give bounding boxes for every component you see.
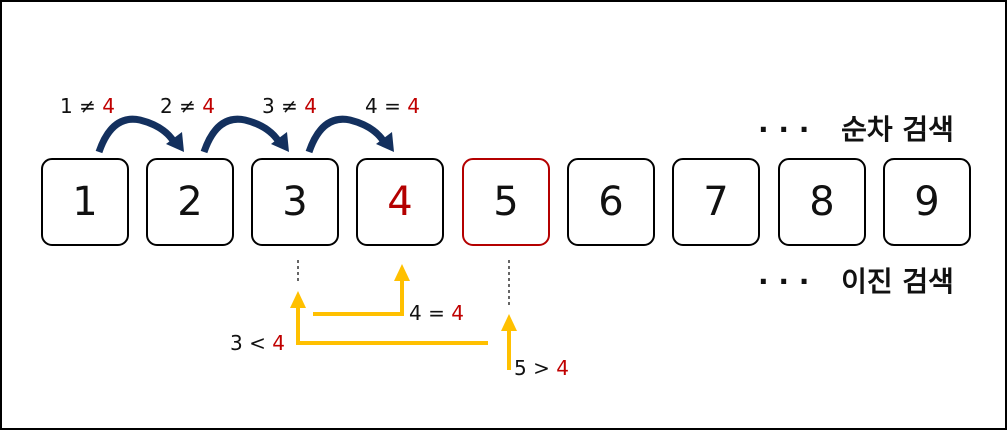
legend-binary-dots: · · · — [758, 265, 810, 298]
seq-arrowhead-2-3 — [271, 132, 289, 152]
seq-compare-1: 1 ≠ 4 — [60, 94, 115, 118]
seq-compare-2: 2 ≠ 4 — [160, 94, 215, 118]
seq-compare-4: 4 = 4 — [365, 94, 420, 118]
legend-sequential-dots: · · · — [758, 113, 810, 146]
binary-compare-5: 5 > 4 — [514, 356, 569, 380]
binary-arrowhead-at-3 — [290, 291, 306, 308]
cell-1: 1 — [41, 158, 129, 246]
seq-arc-2-3 — [200, 115, 282, 154]
legend-binary: · · · 이진 검색 — [758, 260, 954, 300]
seq-compare-3: 3 ≠ 4 — [262, 94, 317, 118]
cell-5-probe: 5 — [462, 158, 550, 246]
cell-4-found: 4 — [356, 158, 444, 246]
seq-arc-3-4 — [305, 115, 387, 154]
cell-2: 2 — [146, 158, 234, 246]
cell-8: 8 — [778, 158, 866, 246]
seq-arc-1-2 — [95, 115, 177, 154]
binary-path-3-to-4 — [313, 281, 404, 316]
cell-9: 9 — [883, 158, 971, 246]
binary-compare-3: 3 < 4 — [230, 331, 285, 355]
cell-6: 6 — [567, 158, 655, 246]
binary-arrowhead-at-5 — [501, 314, 517, 331]
legend-sequential-label: 순차 검색 — [841, 113, 954, 146]
legend-binary-label: 이진 검색 — [841, 265, 954, 298]
seq-arrowhead-3-4 — [376, 132, 394, 152]
legend-sequential: · · · 순차 검색 — [758, 108, 954, 148]
binary-arrowhead-at-4 — [394, 264, 410, 281]
binary-path-bracket — [296, 308, 488, 345]
seq-arrowhead-1-2 — [166, 132, 184, 152]
cell-7: 7 — [672, 158, 760, 246]
binary-compare-4: 4 = 4 — [409, 301, 464, 325]
cell-3: 3 — [251, 158, 339, 246]
